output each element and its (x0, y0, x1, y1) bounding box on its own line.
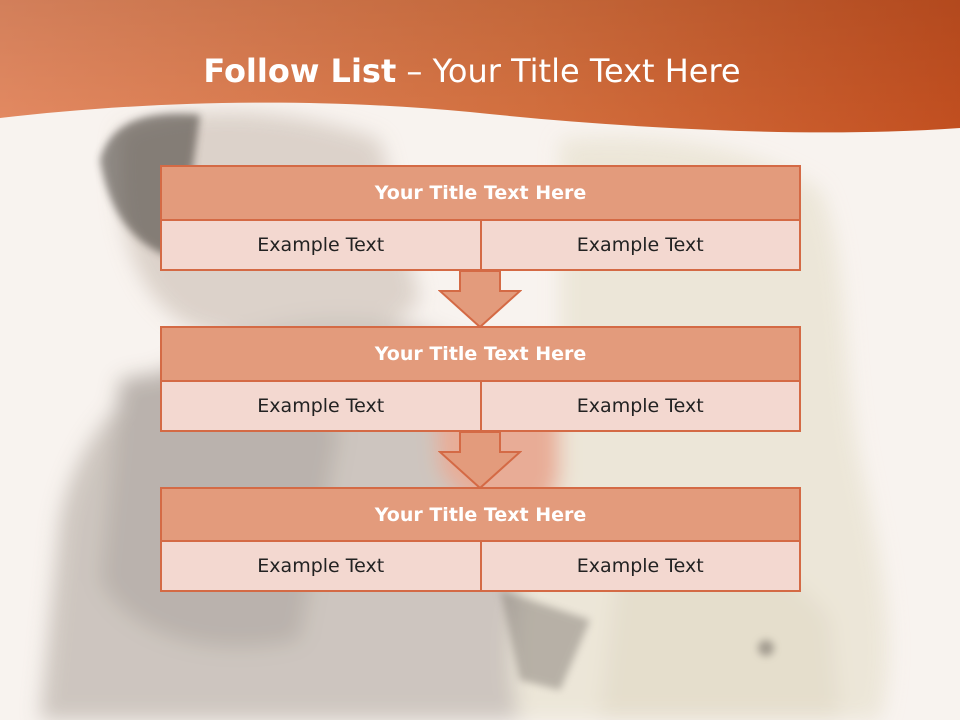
block-row: Example Text Example Text (160, 542, 801, 592)
arrow-down-icon (438, 431, 522, 490)
list-block-3: Your Title Text Here Example Text Exampl… (160, 487, 801, 592)
block-title: Your Title Text Here (160, 165, 801, 221)
block-row: Example Text Example Text (160, 221, 801, 271)
list-block-2: Your Title Text Here Example Text Exampl… (160, 326, 801, 432)
block-cell-left: Example Text (160, 221, 481, 271)
block-cell-left: Example Text (160, 382, 481, 432)
slide-title-bold: Follow List (203, 52, 397, 90)
header-band (0, 0, 960, 133)
block-cell-right: Example Text (480, 382, 801, 432)
list-block-1: Your Title Text Here Example Text Exampl… (160, 165, 801, 271)
slide-title: Follow List – Your Title Text Here (0, 52, 944, 90)
arrow-down-icon (438, 270, 522, 329)
block-cell-left: Example Text (160, 542, 481, 592)
block-title: Your Title Text Here (160, 487, 801, 542)
block-row: Example Text Example Text (160, 382, 801, 432)
block-cell-right: Example Text (480, 221, 801, 271)
block-title: Your Title Text Here (160, 326, 801, 382)
block-cell-right: Example Text (480, 542, 801, 592)
slide-title-rest: – Your Title Text Here (396, 52, 741, 90)
